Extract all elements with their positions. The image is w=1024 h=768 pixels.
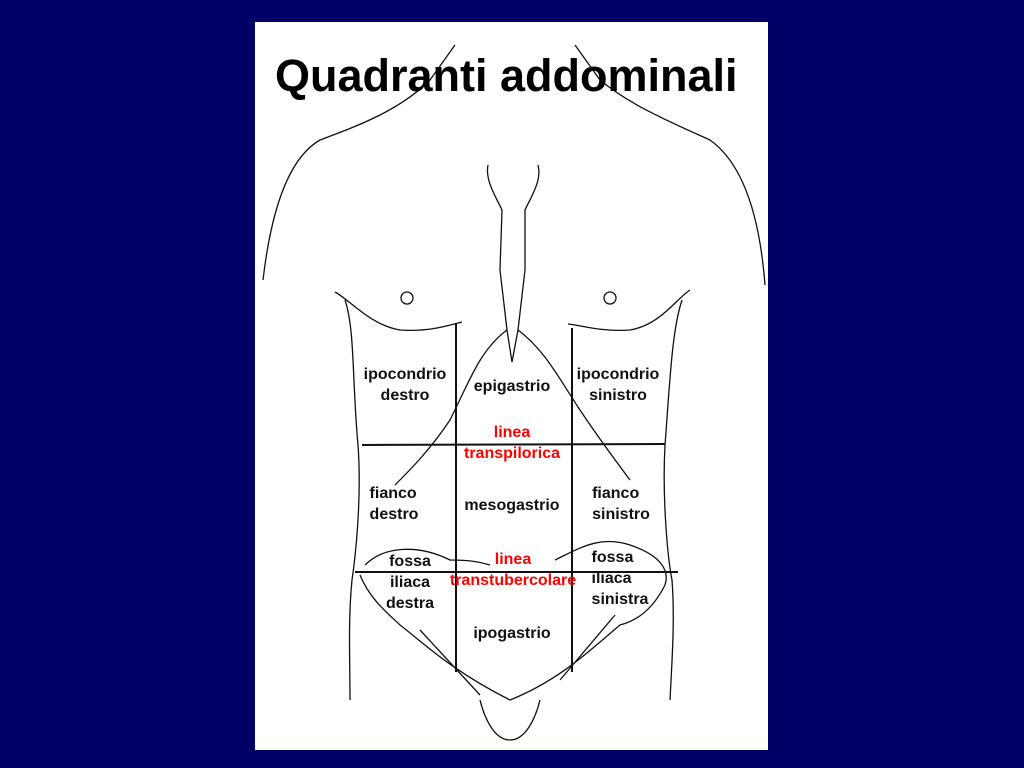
chest-right-outline [567, 289, 691, 332]
slide-title: Quadranti addominali [275, 50, 738, 101]
label-ipogastrio: ipogastrio [473, 625, 551, 642]
label-epigastrio: epigastrio [473, 378, 551, 395]
torso-right-outline [663, 299, 683, 701]
torso-left-outline [344, 299, 360, 701]
iliac-crest-left [359, 548, 511, 701]
shoulder-right-outline [574, 44, 766, 286]
label-mesogastrio: mesogastrio [464, 497, 560, 514]
chest-left-outline [334, 291, 463, 332]
genital-outline [479, 699, 541, 741]
costal-margin-left [394, 329, 508, 486]
inguinal-left [419, 629, 481, 696]
costal-margin-right [517, 329, 631, 481]
slide-panel [255, 22, 768, 750]
inguinal-right [559, 614, 616, 681]
sternum-outline [486, 164, 540, 363]
iliac-crest-right [509, 540, 667, 701]
transpyloric-plane [361, 443, 666, 446]
nipple-right [603, 291, 617, 305]
nipple-left [400, 291, 414, 305]
shoulder-left-outline [262, 44, 456, 281]
